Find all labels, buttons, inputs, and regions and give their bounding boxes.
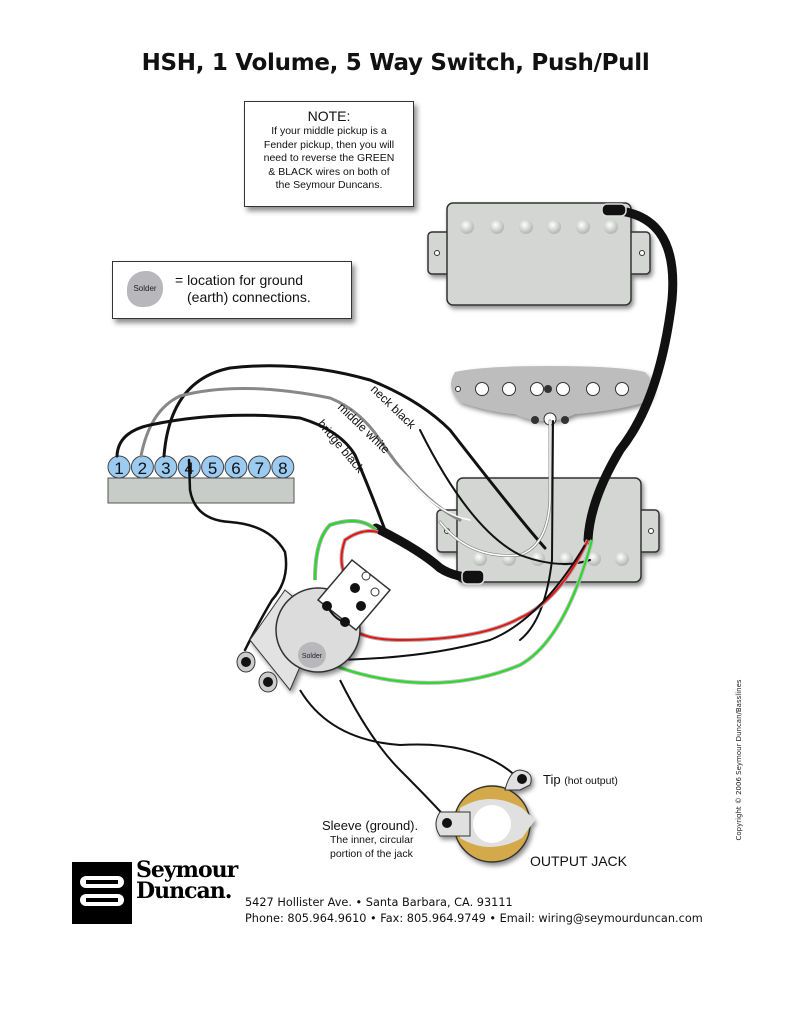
note-line: the Seymour Duncans. [275, 179, 383, 191]
note-line: need to reverse the GREEN [263, 152, 395, 164]
footer-phone-email: Phone: 805.964.9610 • Fax: 805.964.9749 … [245, 912, 703, 925]
note-line: & BLACK wires on both of [268, 165, 390, 178]
switch-lug-number: 7 [255, 459, 264, 478]
copyright: Copyright © 2006 Seymour Duncan/Bassline… [735, 679, 743, 841]
brand-name: Seymour Duncan. [136, 857, 238, 904]
note-box: NOTE: If your middle pickup is a Fender … [244, 101, 414, 207]
solder-legend: Solder = location for ground (earth) con… [112, 261, 352, 319]
pot-solder-blob [298, 642, 326, 668]
switch-lug [201, 455, 225, 479]
switch-lug [271, 455, 295, 479]
switch-lug-number: 2 [138, 459, 147, 478]
note-heading: NOTE: [307, 108, 351, 124]
footer-address: 5427 Hollister Ave. • Santa Barbara, CA.… [245, 896, 513, 909]
pot-lugs [236, 651, 278, 693]
neck-pole-pieces [460, 220, 618, 234]
pickup-leads [313, 519, 594, 685]
neck-humbucker [427, 202, 651, 306]
switch-lug [247, 455, 271, 479]
middle-single-coil [451, 366, 653, 421]
sleeve-sub1: The inner, circular [330, 834, 414, 846]
wire-middle-white [139, 386, 462, 522]
switch-lug [224, 455, 248, 479]
note-line: If your middle pickup is a [271, 125, 387, 137]
wire-jack-sleeve [339, 679, 449, 821]
seymour-duncan-logo [72, 862, 132, 924]
solder-blob-icon: Solder [127, 271, 163, 307]
sleeve-label: Sleeve (ground). [322, 818, 419, 833]
footer-contact: 5427 Hollister Ave. • Santa Barbara, CA.… [245, 895, 703, 927]
diagram-title: HSH, 1 Volume, 5 Way Switch, Push/Pull [141, 50, 650, 76]
legend-line2: (earth) connections. [187, 289, 311, 305]
push-pull-switch [316, 558, 392, 632]
wire-jack-tip [299, 689, 521, 781]
switch-lug [107, 455, 131, 479]
switch-lug-number: 1 [114, 459, 123, 478]
sleeve-sub2: portion of the jack [330, 848, 413, 860]
switch-lug-number: 5 [208, 459, 217, 478]
brand-line1: Seymour [136, 857, 238, 883]
wire-bridge-black [115, 413, 387, 532]
single-coil-poles [455, 382, 629, 426]
switch-lug-number: 8 [278, 459, 287, 478]
switch-lug-number: 3 [161, 459, 170, 478]
neck-pickup-cable [583, 205, 678, 545]
pot-solder-label: Solder [302, 653, 323, 660]
wire-lug4 [187, 458, 288, 652]
note-line: Fender pickup, then you will [263, 138, 395, 151]
output-jack-title: OUTPUT JACK [530, 853, 627, 869]
brand-line2: Duncan. [136, 878, 232, 904]
switch-lug [154, 455, 178, 479]
wire-middle-white-lead [344, 409, 471, 521]
wire-neck-black [162, 364, 547, 550]
switch-lug-number: 6 [231, 459, 240, 478]
tip-label: Tip (hot output) [543, 772, 618, 787]
legend-text: = location for ground (earth) connection… [175, 272, 311, 306]
switch-wires [115, 364, 591, 652]
output-jack [435, 769, 535, 863]
legend-line1: = location for ground [175, 272, 304, 288]
bridge-humbucker [436, 477, 660, 583]
